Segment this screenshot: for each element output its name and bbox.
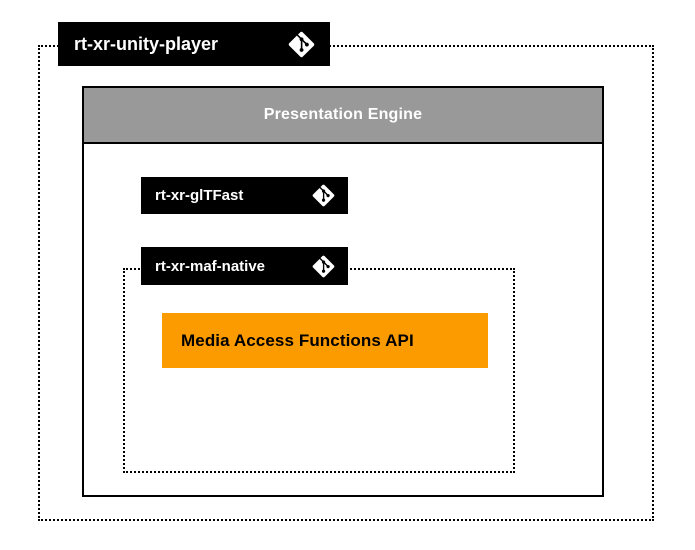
repo-chip-unity-player: rt-xr-unity-player — [58, 22, 330, 66]
maf-native-boundary — [123, 268, 515, 473]
presentation-engine-header: Presentation Engine — [84, 88, 602, 144]
unity-player-boundary — [38, 45, 654, 521]
unity-player-label: rt-xr-unity-player — [74, 33, 219, 54]
maf-native-label: rt-xr-maf-native — [155, 257, 266, 275]
git-icon — [288, 31, 315, 58]
gltfast-label: rt-xr-glTFast — [155, 187, 244, 204]
repo-chip-maf-native: rt-xr-maf-native — [141, 247, 348, 285]
media-access-functions-api-box: Media Access Functions API — [162, 313, 488, 368]
git-icon — [312, 184, 335, 207]
presentation-engine-box: Presentation Engine — [82, 86, 604, 497]
media-access-functions-api-label: Media Access Functions API — [181, 330, 414, 350]
repo-chip-gltfast: rt-xr-glTFast — [141, 177, 348, 214]
git-icon — [312, 255, 335, 278]
presentation-engine-title: Presentation Engine — [263, 106, 423, 123]
